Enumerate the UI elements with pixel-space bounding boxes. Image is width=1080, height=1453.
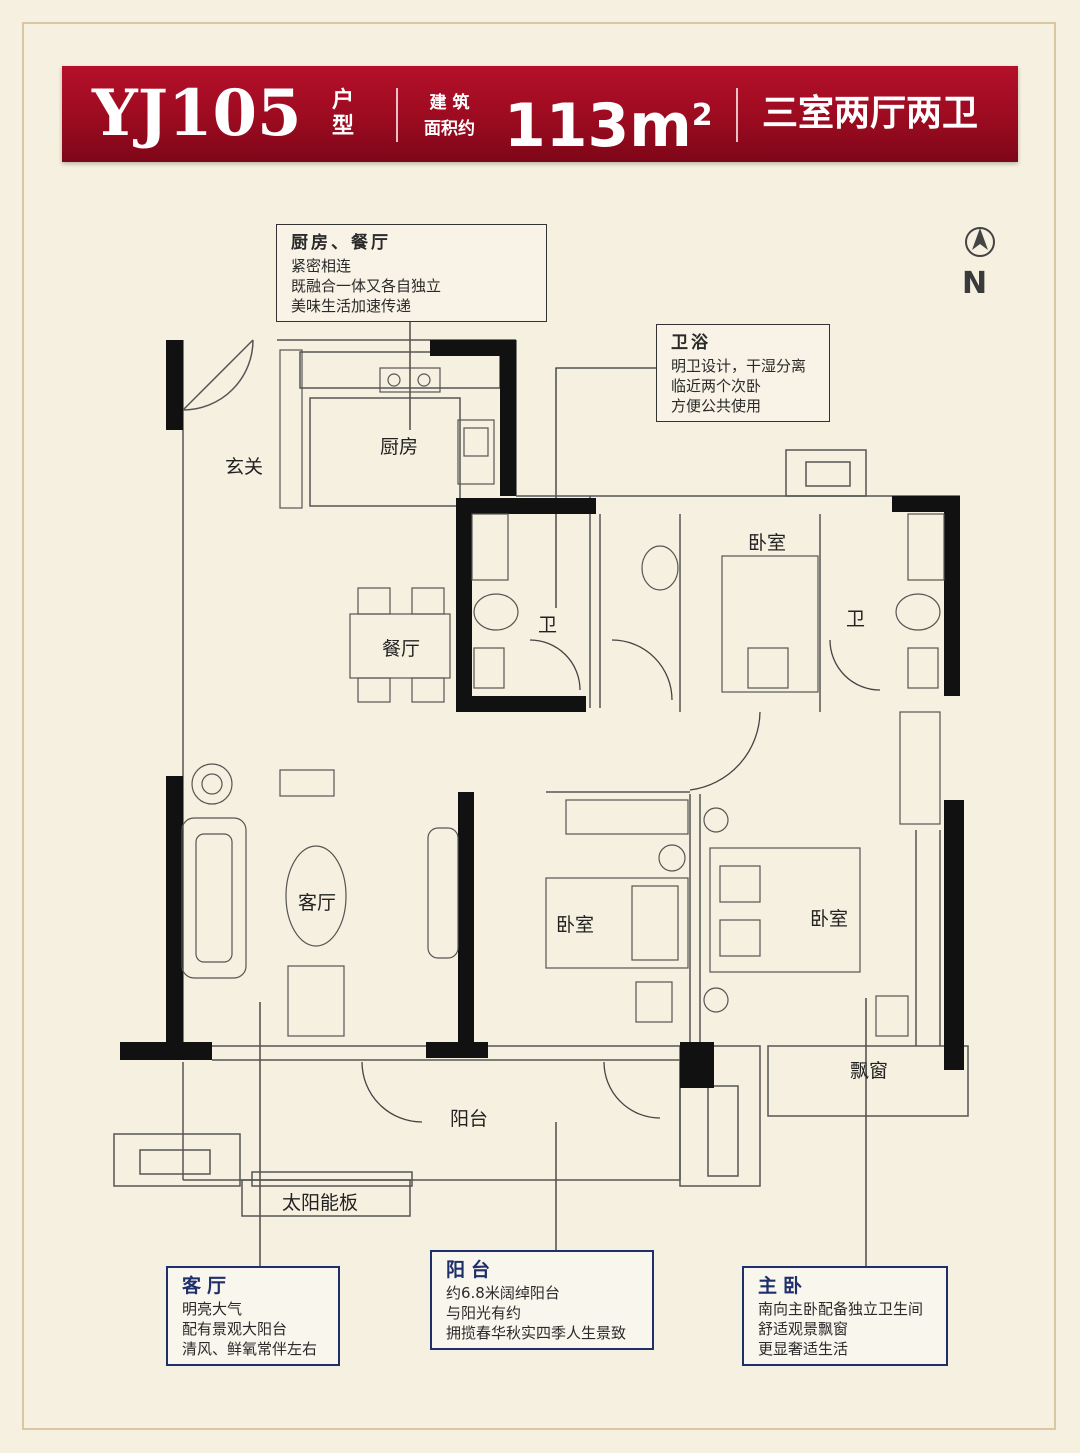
callout-kitchen: 厨房、餐厅 紧密相连 既融合一体又各自独立 美味生活加速传递 <box>276 224 547 322</box>
page-frame <box>22 22 1056 1430</box>
room-label-entrance: 玄关 <box>225 456 264 478</box>
room-label-balcony: 阳台 <box>450 1108 489 1130</box>
room-label-bath-2: 卫 <box>846 608 866 630</box>
room-label-bedroom-master: 卧室 <box>810 908 849 930</box>
living-furniture <box>181 763 459 1037</box>
kitchen-fixtures <box>279 349 495 509</box>
thick-walls <box>120 340 964 1088</box>
area-value: 113m2 <box>504 91 713 161</box>
callout-title: 主卧 <box>758 1275 809 1297</box>
banner-separator <box>396 88 398 142</box>
room-label-bedroom-top: 卧室 <box>748 532 787 554</box>
callout-master: 主卧 南向主卧配备独立卫生间 舒适观景飘窗 更显奢适生活 <box>742 1266 948 1366</box>
room-label-bay-window: 飘窗 <box>850 1060 889 1082</box>
callout-title: 阳台 <box>446 1259 497 1281</box>
room-label-bedroom-mid: 卧室 <box>556 914 595 936</box>
banner-separator <box>736 88 738 142</box>
doors <box>361 639 881 1123</box>
bathroom-fixtures <box>471 513 945 825</box>
callout-bath: 卫浴 明卫设计，干湿分离 临近两个次卧 方便公共使用 <box>656 324 830 422</box>
callout-title: 厨房、餐厅 <box>291 233 391 253</box>
layout-type: 三室两厅两卫 <box>762 93 979 134</box>
area-label: 建 筑面积约 <box>424 93 475 139</box>
callout-living: 客厅 明亮大气 配有景观大阳台 清风、鲜氧常伴左右 <box>166 1266 340 1366</box>
title-banner <box>62 66 1018 162</box>
room-label-dining: 餐厅 <box>382 638 421 660</box>
bedroom-furniture <box>545 555 909 1037</box>
compass-north-label: N <box>962 266 988 301</box>
dining-table <box>349 587 451 703</box>
compass-icon <box>965 227 995 257</box>
leader-lines <box>259 320 867 1268</box>
room-label-kitchen: 厨房 <box>380 436 419 458</box>
room-label-bath-1: 卫 <box>538 614 558 636</box>
callout-title: 卫浴 <box>671 333 711 353</box>
callout-balcony: 阳台 约6.8米阔绰阳台 与阳光有约 拥揽春华秋实四季人生景致 <box>430 1250 654 1350</box>
room-label-living: 客厅 <box>298 892 337 914</box>
unit-type-label: 户型 <box>332 88 355 139</box>
room-label-solar: 太阳能板 <box>282 1192 359 1214</box>
callout-title: 客厅 <box>182 1275 233 1297</box>
unit-code: YJ105 <box>92 76 302 151</box>
